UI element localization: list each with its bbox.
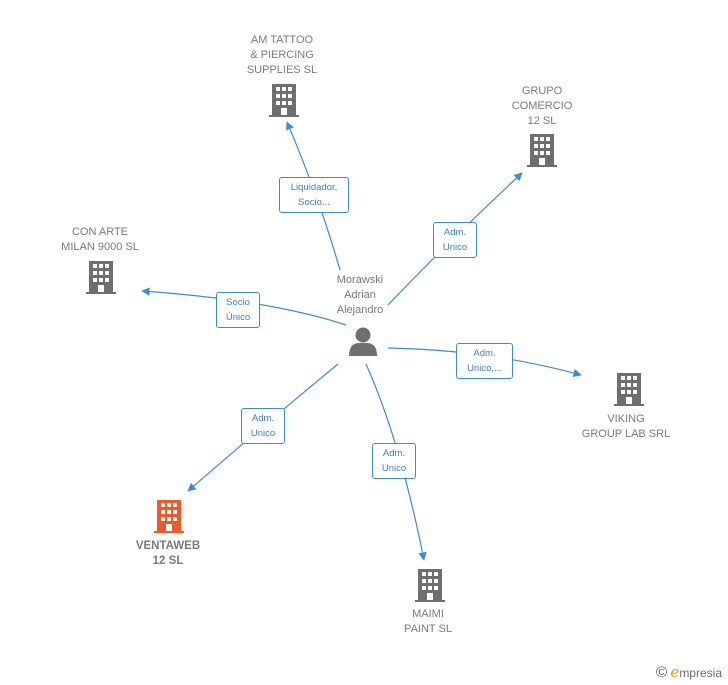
maimi-label[interactable]: MAIMI PAINT SL (404, 608, 452, 635)
empresia-logo: © empresia (656, 663, 722, 681)
brand-name: mpresia (679, 666, 722, 680)
con-arte-label[interactable]: CON ARTE MILAN 9000 SL (61, 226, 139, 253)
relation-label-con-arte: Socio Único (216, 292, 260, 328)
person-name-label[interactable]: Morawski Adrian Alejandro (336, 274, 384, 316)
relation-label-am-tattoo: Liquidador, Socio... (279, 177, 349, 213)
relation-label-maimi: Adm. Unico (372, 443, 416, 479)
am-tattoo-building-icon[interactable] (269, 84, 299, 117)
viking-label[interactable]: VIKING GROUP LAB SRL (581, 413, 671, 440)
copyright-icon: © (656, 664, 668, 681)
relation-label-viking: Adm. Unico,... (456, 343, 513, 379)
person-icon[interactable] (349, 327, 377, 357)
con-arte-building-icon[interactable] (86, 261, 116, 294)
relation-label-grupo-comercio: Adm. Unico (433, 222, 477, 258)
am-tattoo-label[interactable]: AM TATTOO & PIERCING SUPPLIES SL (246, 34, 318, 76)
maimi-building-icon[interactable] (415, 569, 445, 602)
grupo-comercio-label[interactable]: GRUPO COMERCIO 12 SL (511, 85, 573, 127)
grupo-comercio-building-icon[interactable] (527, 134, 557, 167)
viking-building-icon[interactable] (614, 373, 644, 406)
brand-initial: e (670, 663, 680, 681)
relation-label-ventaweb: Adm. Unico (241, 408, 285, 444)
ventaweb-label[interactable]: VENTAWEB 12 SL (135, 540, 201, 567)
ventaweb-building-icon[interactable] (154, 500, 184, 533)
